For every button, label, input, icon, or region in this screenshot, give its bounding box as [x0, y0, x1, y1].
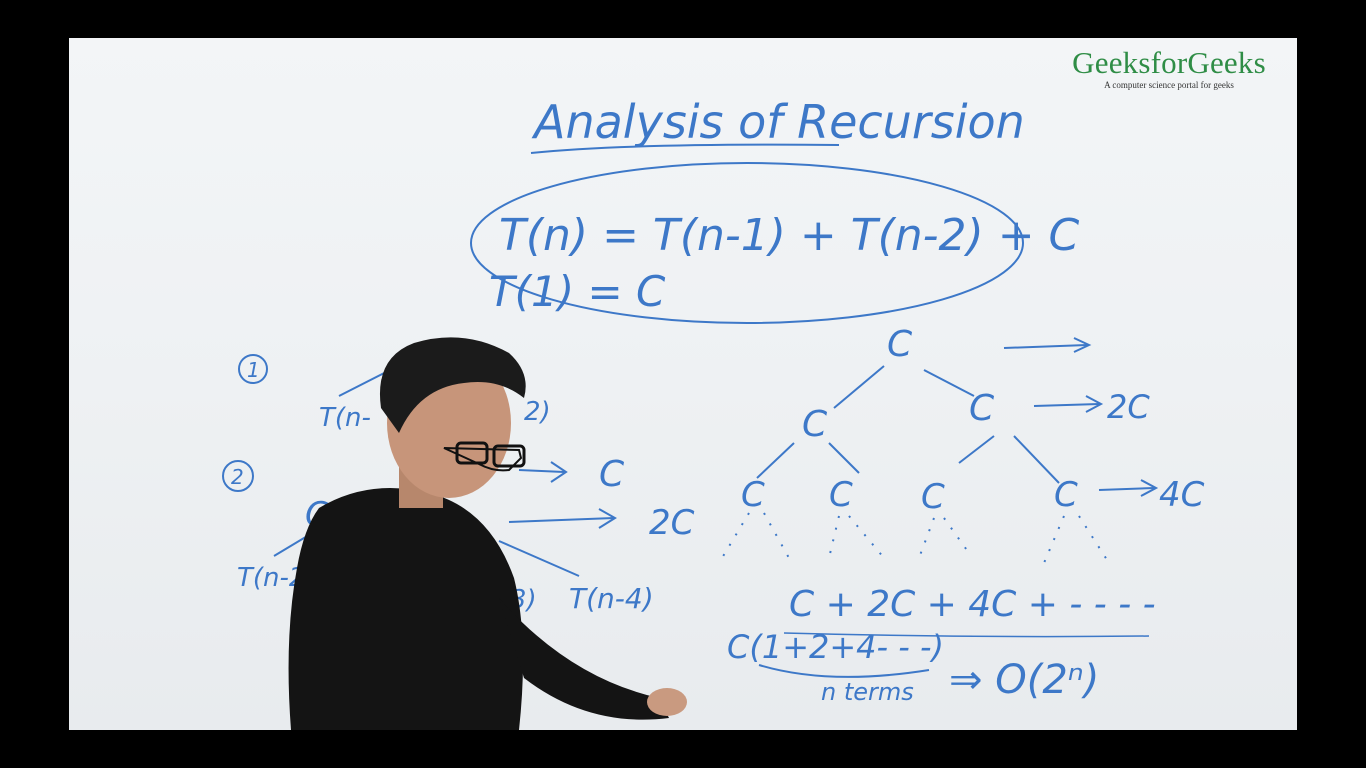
tree-level1-arrow — [1033, 403, 1100, 407]
whiteboard: Analysis of Recursion T(n) = T(n-1) + T(… — [222, 95, 1205, 730]
step2-arrow-1 — [518, 469, 565, 473]
video-player[interactable]: Analysis of Recursion T(n) = T(n-1) + T(… — [69, 38, 1297, 730]
step2-marker: 2 — [231, 465, 244, 489]
board-title: Analysis of Recursion — [531, 95, 1025, 149]
step1-circle — [238, 354, 268, 384]
tree-edge-root-right — [923, 369, 975, 397]
step2-edge-left — [273, 534, 310, 557]
tree-level2-node-4: C — [1054, 475, 1078, 515]
step1-right-child: 2) — [524, 397, 551, 427]
step2-circle — [222, 460, 254, 492]
recurrence-line-1: T(n) = T(n-1) + T(n-2) + C — [499, 210, 1080, 261]
tree-level2-node-1: C — [741, 475, 765, 515]
tree-continuation-dots — [718, 512, 1110, 564]
tree-level2-arrow — [1098, 487, 1155, 491]
step2-arrow-label-1: C — [599, 454, 625, 495]
factor-line: C(1+2+4- - -) — [727, 628, 944, 666]
recurrence-line-2: T(1) = C — [489, 267, 666, 316]
tree-root-arrow — [1003, 344, 1088, 349]
tree-level1-left: C — [802, 404, 828, 445]
tree-level1-right: C — [969, 388, 995, 429]
n-terms-brace — [758, 664, 930, 678]
step1-marker: 1 — [247, 358, 260, 382]
sum-line: C + 2C + 4C + - - - - — [789, 584, 1156, 625]
step1-left-child: T(n- — [319, 403, 371, 433]
level-cost-1: 2C — [1107, 388, 1150, 426]
step2-edge-right — [498, 540, 580, 577]
step2-arrow-label-2: 2C — [649, 503, 695, 543]
tree-level2-node-3: C — [921, 477, 945, 517]
step2-arrow-2 — [508, 517, 615, 523]
channel-tagline: A computer science portal for geeks — [1104, 80, 1234, 90]
result-complexity: ⇒ O(2ⁿ) — [949, 657, 1099, 703]
tree-edge-root-left — [833, 365, 885, 409]
n-terms-label: n terms — [821, 678, 914, 706]
recurrence-ellipse — [470, 162, 1024, 324]
tree-root: C — [887, 324, 913, 365]
title-underline — [530, 143, 840, 154]
tree-level2-node-2: C — [829, 475, 853, 515]
channel-logo: GeeksforGeeks A computer science portal … — [1053, 45, 1285, 91]
level-cost-2: 4C — [1159, 475, 1205, 515]
channel-name: GeeksforGeeks — [1072, 45, 1266, 80]
presenter — [288, 337, 687, 730]
step2-leaf-right: T(n-4) — [569, 582, 654, 615]
